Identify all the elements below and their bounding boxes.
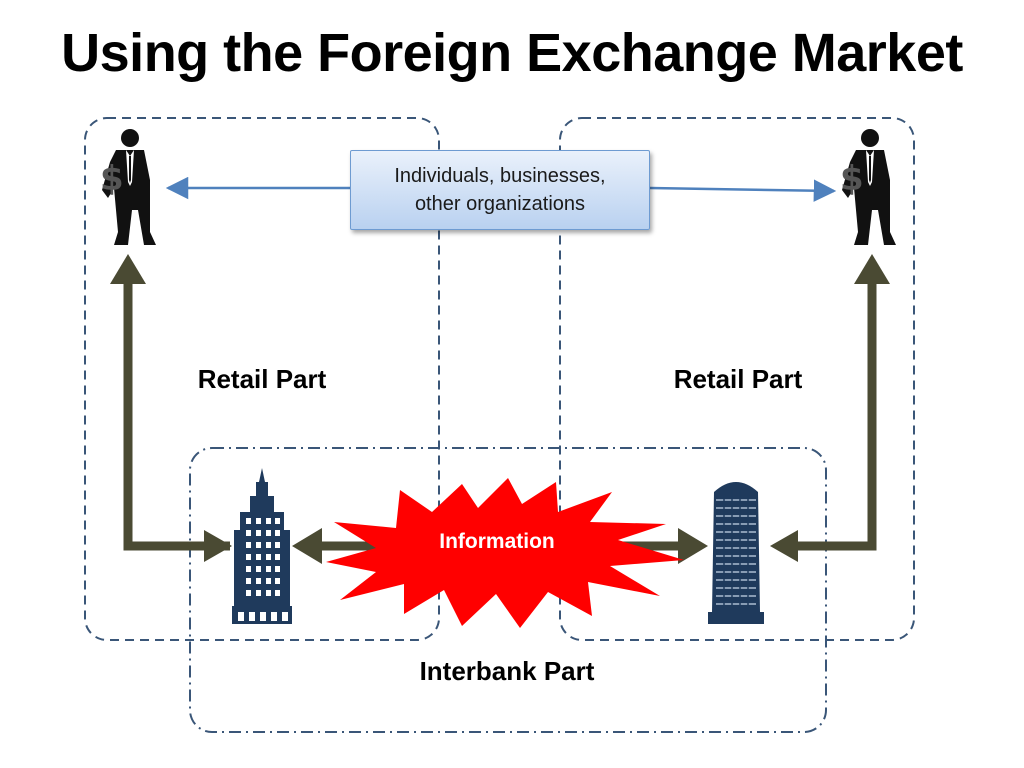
thin-arrow-right (649, 179, 837, 202)
thick-arrow-left-elbow (110, 254, 232, 562)
interbank-part-label: Interbank Part (419, 656, 595, 686)
slide-title: Using the Foreign Exchange Market (61, 23, 963, 83)
businessman-left-icon: $ (100, 129, 156, 245)
retail-part-left-label: Retail Part (197, 364, 327, 394)
svg-text:$: $ (100, 159, 124, 199)
office-building-icon (708, 482, 764, 624)
callout-line-2: other organizations (414, 193, 586, 215)
retail-part-right-label: Retail Part (673, 364, 803, 394)
explosion-burst-icon (326, 478, 684, 628)
information-label: Information (439, 530, 555, 553)
participants-callout: Individuals, businesses, other organizat… (350, 150, 650, 230)
callout-line-1: Individuals, businesses, (394, 165, 606, 187)
thick-arrow-right-elbow (770, 254, 890, 562)
skyscraper-tower-icon (232, 468, 292, 624)
svg-text:$: $ (840, 159, 864, 199)
businessman-right-icon: $ (840, 129, 896, 245)
interbank-region (189, 447, 827, 733)
retail-region-left (84, 117, 440, 641)
retail-region-right (559, 117, 915, 641)
